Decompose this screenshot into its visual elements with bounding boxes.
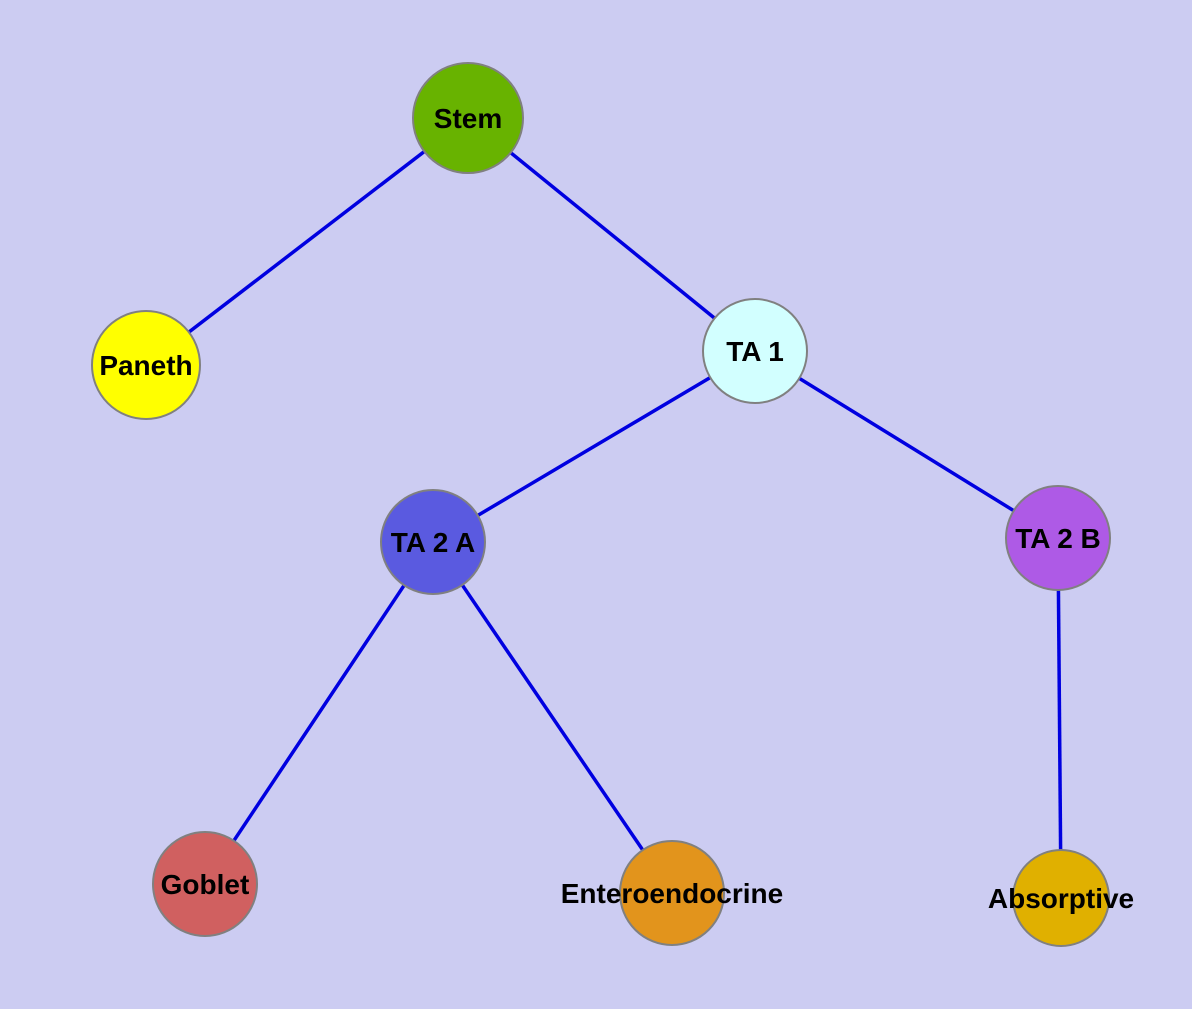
node-ta2b-label: TA 2 B [1015, 523, 1101, 554]
node-goblet: Goblet [152, 831, 258, 937]
node-absorptive-circle [1012, 849, 1110, 947]
node-goblet-label: Goblet [161, 869, 250, 900]
node-ta1-label: TA 1 [726, 336, 784, 367]
edge-ta2a-enteroendocrine [431, 541, 674, 894]
node-stem-label: Stem [434, 103, 502, 134]
edge-stem-ta1 [466, 116, 757, 353]
node-goblet-circle [152, 831, 258, 937]
edge-ta1-ta2a [432, 349, 756, 544]
edge-ta2b-absorptive [1056, 537, 1063, 899]
edge-stem-paneth [144, 116, 470, 367]
node-ta2a: TA 2 A [380, 489, 486, 595]
node-enteroendocrine: Enteroendocrine [561, 840, 783, 946]
node-paneth-circle [91, 310, 201, 420]
node-ta1-circle [702, 298, 808, 404]
edge-ta2a-goblet [203, 541, 435, 885]
node-ta2b-circle [1005, 485, 1111, 591]
node-absorptive: Absorptive [988, 849, 1134, 947]
node-stem: Stem [412, 62, 524, 174]
node-paneth: Paneth [91, 310, 201, 420]
node-ta2a-circle [380, 489, 486, 595]
node-stem-circle [412, 62, 524, 174]
node-absorptive-label: Absorptive [988, 883, 1134, 914]
node-ta2b: TA 2 B [1005, 485, 1111, 591]
node-enteroendocrine-circle [619, 840, 725, 946]
node-paneth-label: Paneth [99, 350, 192, 381]
node-enteroendocrine-label: Enteroendocrine [561, 878, 783, 909]
node-ta1: TA 1 [702, 298, 808, 404]
bottom-margin [0, 1009, 1192, 1023]
edge-ta1-ta2b [754, 349, 1059, 540]
node-ta2a-label: TA 2 A [391, 527, 476, 558]
